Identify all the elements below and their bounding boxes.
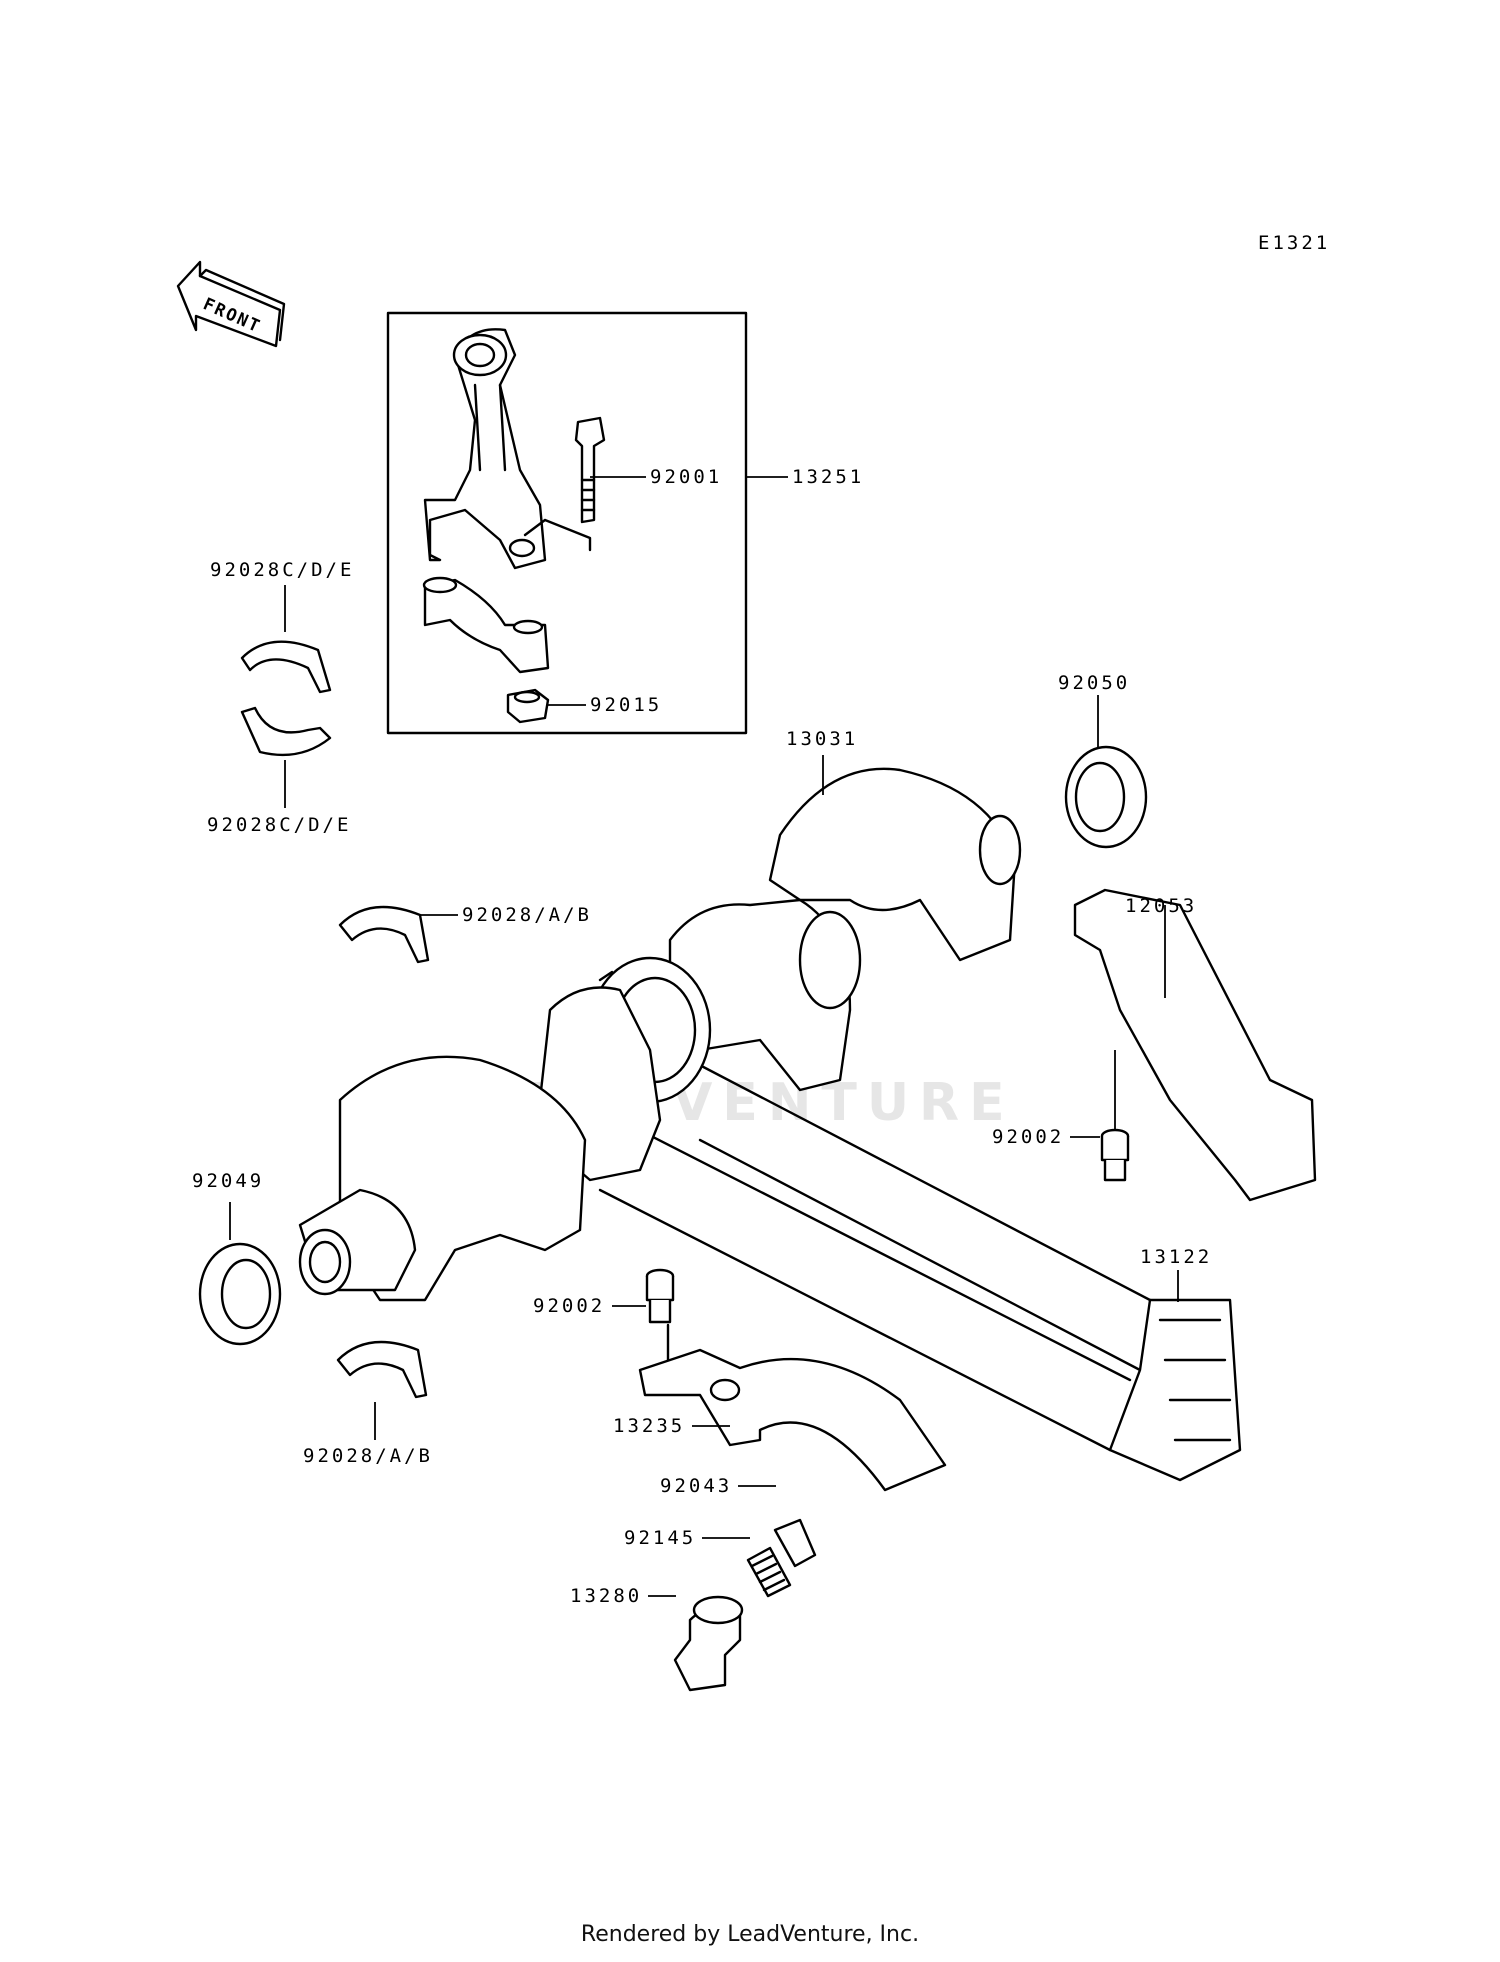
crankshaft-icon	[298, 767, 1242, 1482]
guide-bolt-right-icon	[1100, 1128, 1130, 1182]
guide-bolt-left-icon	[645, 1268, 675, 1324]
rod-bolt-icon	[523, 416, 606, 552]
rod-cap-icon	[422, 576, 550, 674]
part-label-92001[interactable]: 92001	[650, 466, 722, 488]
part-label-92028ab-bottom[interactable]: 92028/A/B	[303, 1445, 433, 1467]
oil-seal-right-icon	[1064, 745, 1148, 849]
main-bearing-shell-lower-icon	[336, 1340, 428, 1399]
tensioner-spring-icon	[746, 1546, 792, 1598]
part-label-13031[interactable]: 13031	[786, 728, 858, 750]
part-label-13251[interactable]: 13251	[792, 466, 864, 488]
tensioner-cap-bolt-icon	[673, 1595, 744, 1692]
tensioner-plunger-icon	[773, 1518, 817, 1568]
part-label-13235[interactable]: 13235	[613, 1415, 685, 1437]
part-label-92028ab-top[interactable]: 92028/A/B	[462, 904, 592, 926]
conrod-assembly-box	[386, 311, 748, 735]
part-label-92043[interactable]: 92043	[660, 1475, 732, 1497]
part-label-92002-left[interactable]: 92002	[533, 1295, 605, 1317]
main-bearing-shell-upper-icon	[338, 905, 430, 964]
part-label-92002-right[interactable]: 92002	[992, 1126, 1064, 1148]
part-label-92028cde-top[interactable]: 92028C/D/E	[210, 559, 354, 581]
part-label-92015[interactable]: 92015	[590, 694, 662, 716]
front-arrow-icon: FRONT	[176, 260, 286, 348]
leader-lines	[229, 476, 1179, 1597]
part-label-92145[interactable]: 92145	[624, 1527, 696, 1549]
connecting-rod-icon	[423, 328, 547, 570]
footer-credit: Rendered by LeadVenture, Inc.	[580, 1922, 920, 1947]
part-label-92049[interactable]: 92049	[192, 1170, 264, 1192]
oil-seal-left-icon	[198, 1242, 282, 1346]
part-label-13280[interactable]: 13280	[570, 1585, 642, 1607]
diagram-code: E1321	[1258, 232, 1330, 254]
part-label-92028cde-bottom[interactable]: 92028C/D/E	[207, 814, 351, 836]
part-label-92050[interactable]: 92050	[1058, 672, 1130, 694]
chain-guide-bracket-icon	[1073, 888, 1317, 1202]
bearing-shell-lower-icon	[240, 706, 332, 757]
part-label-12053[interactable]: 12053	[1125, 895, 1197, 917]
bearing-shell-upper-icon	[240, 640, 332, 694]
chain-tensioner-icon	[638, 1323, 947, 1492]
rod-nut-icon	[506, 688, 550, 724]
part-label-13122[interactable]: 13122	[1140, 1246, 1212, 1268]
